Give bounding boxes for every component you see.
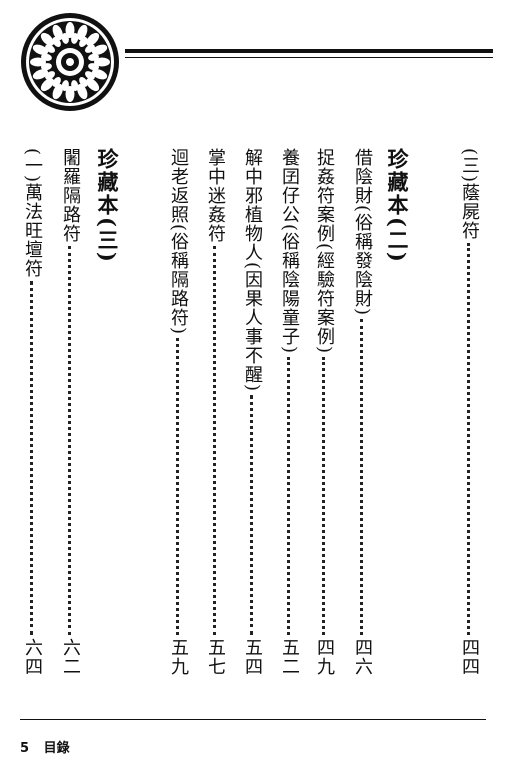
dot-leader <box>322 357 325 635</box>
toc-entry-zhuojian-fu[interactable]: 捉姦符案例(經驗符案例) 四九 <box>312 148 336 676</box>
lotus-petal <box>40 78 54 92</box>
lotus-petal <box>77 24 88 41</box>
toc-entry-page: 五四 <box>242 638 263 676</box>
toc-entry-wanfa-wangtan[interactable]: (一)萬法旺壇符 六四 <box>20 148 44 676</box>
dot-leader <box>467 243 470 635</box>
lotus-petal <box>94 57 110 67</box>
dot-leader <box>30 281 33 635</box>
toc-entry-title: 闍羅隔路符 <box>60 148 81 243</box>
toc-entry-title: (三)蔭屍符 <box>459 148 480 241</box>
header-rule-thick <box>125 49 493 53</box>
lotus-petal <box>71 33 79 44</box>
toc-entry-title: 掌中迷姦符 <box>205 148 226 243</box>
dot-leader <box>68 246 71 635</box>
page-footer: 5 目錄 <box>20 737 80 756</box>
toc-entry-title: 借陰財(俗稱發陰財) <box>352 148 373 317</box>
toc-entry-title: (一)萬法旺壇符 <box>22 148 43 279</box>
dot-leader <box>360 319 363 635</box>
toc-entry-zhangzhong-mijian[interactable]: 掌中迷姦符 五七 <box>203 148 227 676</box>
toc-entry-page: 六四 <box>22 638 43 676</box>
toc-entry-sheluo-gelu[interactable]: 闍羅隔路符 六二 <box>58 148 82 676</box>
toc-entry-page: 四六 <box>352 638 373 676</box>
lotus-petal <box>30 57 46 67</box>
toc-entry-page: 四九 <box>314 638 335 676</box>
lotus-medallion-icon <box>21 13 119 111</box>
lotus-petal <box>32 44 49 55</box>
lotus-petal <box>88 63 99 71</box>
toc-entry-page: 四四 <box>459 638 480 676</box>
section-heading-treasured-2: 珍藏本(二) <box>385 148 410 264</box>
toc-entry-jie-yincai[interactable]: 借陰財(俗稱發陰財) 四六 <box>350 148 374 676</box>
lotus-petal <box>65 86 75 102</box>
lotus-petal <box>86 32 100 46</box>
lotus-petal <box>41 53 52 61</box>
toc-entry-page: 六二 <box>60 638 81 676</box>
lotus-petal <box>52 76 61 87</box>
footer-rule <box>20 719 486 720</box>
lotus-petal <box>65 22 75 38</box>
toc-entry-page: 五二 <box>279 638 300 676</box>
footer-section-title: 目錄 <box>43 741 70 756</box>
toc-entry-title: 捉姦符案例(經驗符案例) <box>314 148 335 355</box>
lotus-petal <box>84 71 95 80</box>
lotus-petal <box>61 33 69 44</box>
dot-leader <box>287 357 290 635</box>
header-rule-thin <box>125 57 493 58</box>
lotus-petal <box>79 76 88 87</box>
toc-entry-page: 五九 <box>168 638 189 676</box>
lotus-petal <box>71 80 79 91</box>
lotus-petal <box>91 69 108 80</box>
toc-entry-title: 養囝仔公(俗稱陰陽童子) <box>279 148 300 355</box>
dot-leader <box>250 395 253 635</box>
toc-entry-yang-jianzaigong[interactable]: 養囝仔公(俗稱陰陽童子) 五二 <box>277 148 301 676</box>
lotus-petal <box>41 63 52 71</box>
footer-page-number: 5 <box>20 741 30 756</box>
lotus-petal <box>52 83 63 100</box>
dot-leader <box>213 246 216 635</box>
lotus-petal <box>84 44 95 53</box>
lotus-petal <box>91 44 108 55</box>
toc-entry-title: 迴老返照(俗稱隔路符) <box>168 148 189 336</box>
section-heading-treasured-3: 珍藏本(三) <box>95 148 120 264</box>
toc-entry-page: 五七 <box>205 638 226 676</box>
lotus-petal <box>40 32 54 46</box>
toc-entry-huilao-fanzhao[interactable]: 迴老返照(俗稱隔路符) 五九 <box>166 148 190 676</box>
lotus-petal <box>77 83 88 100</box>
lotus-petal <box>32 69 49 80</box>
dot-leader <box>176 338 179 635</box>
lotus-petal <box>52 24 63 41</box>
lotus-petal <box>61 80 69 91</box>
lotus-petal <box>52 37 61 48</box>
toc-entry-title: 解中邪植物人(因果人事不醒) <box>242 148 263 393</box>
lotus-petal <box>88 53 99 61</box>
lotus-petal <box>86 78 100 92</box>
lotus-petal <box>45 44 56 53</box>
toc-entry-jie-zhongxie[interactable]: 解中邪植物人(因果人事不醒) 五四 <box>240 148 264 676</box>
toc-entry-yinshi-fu[interactable]: (三)蔭屍符 四四 <box>457 148 481 676</box>
lotus-petal <box>79 37 88 48</box>
lotus-petal <box>45 71 56 80</box>
